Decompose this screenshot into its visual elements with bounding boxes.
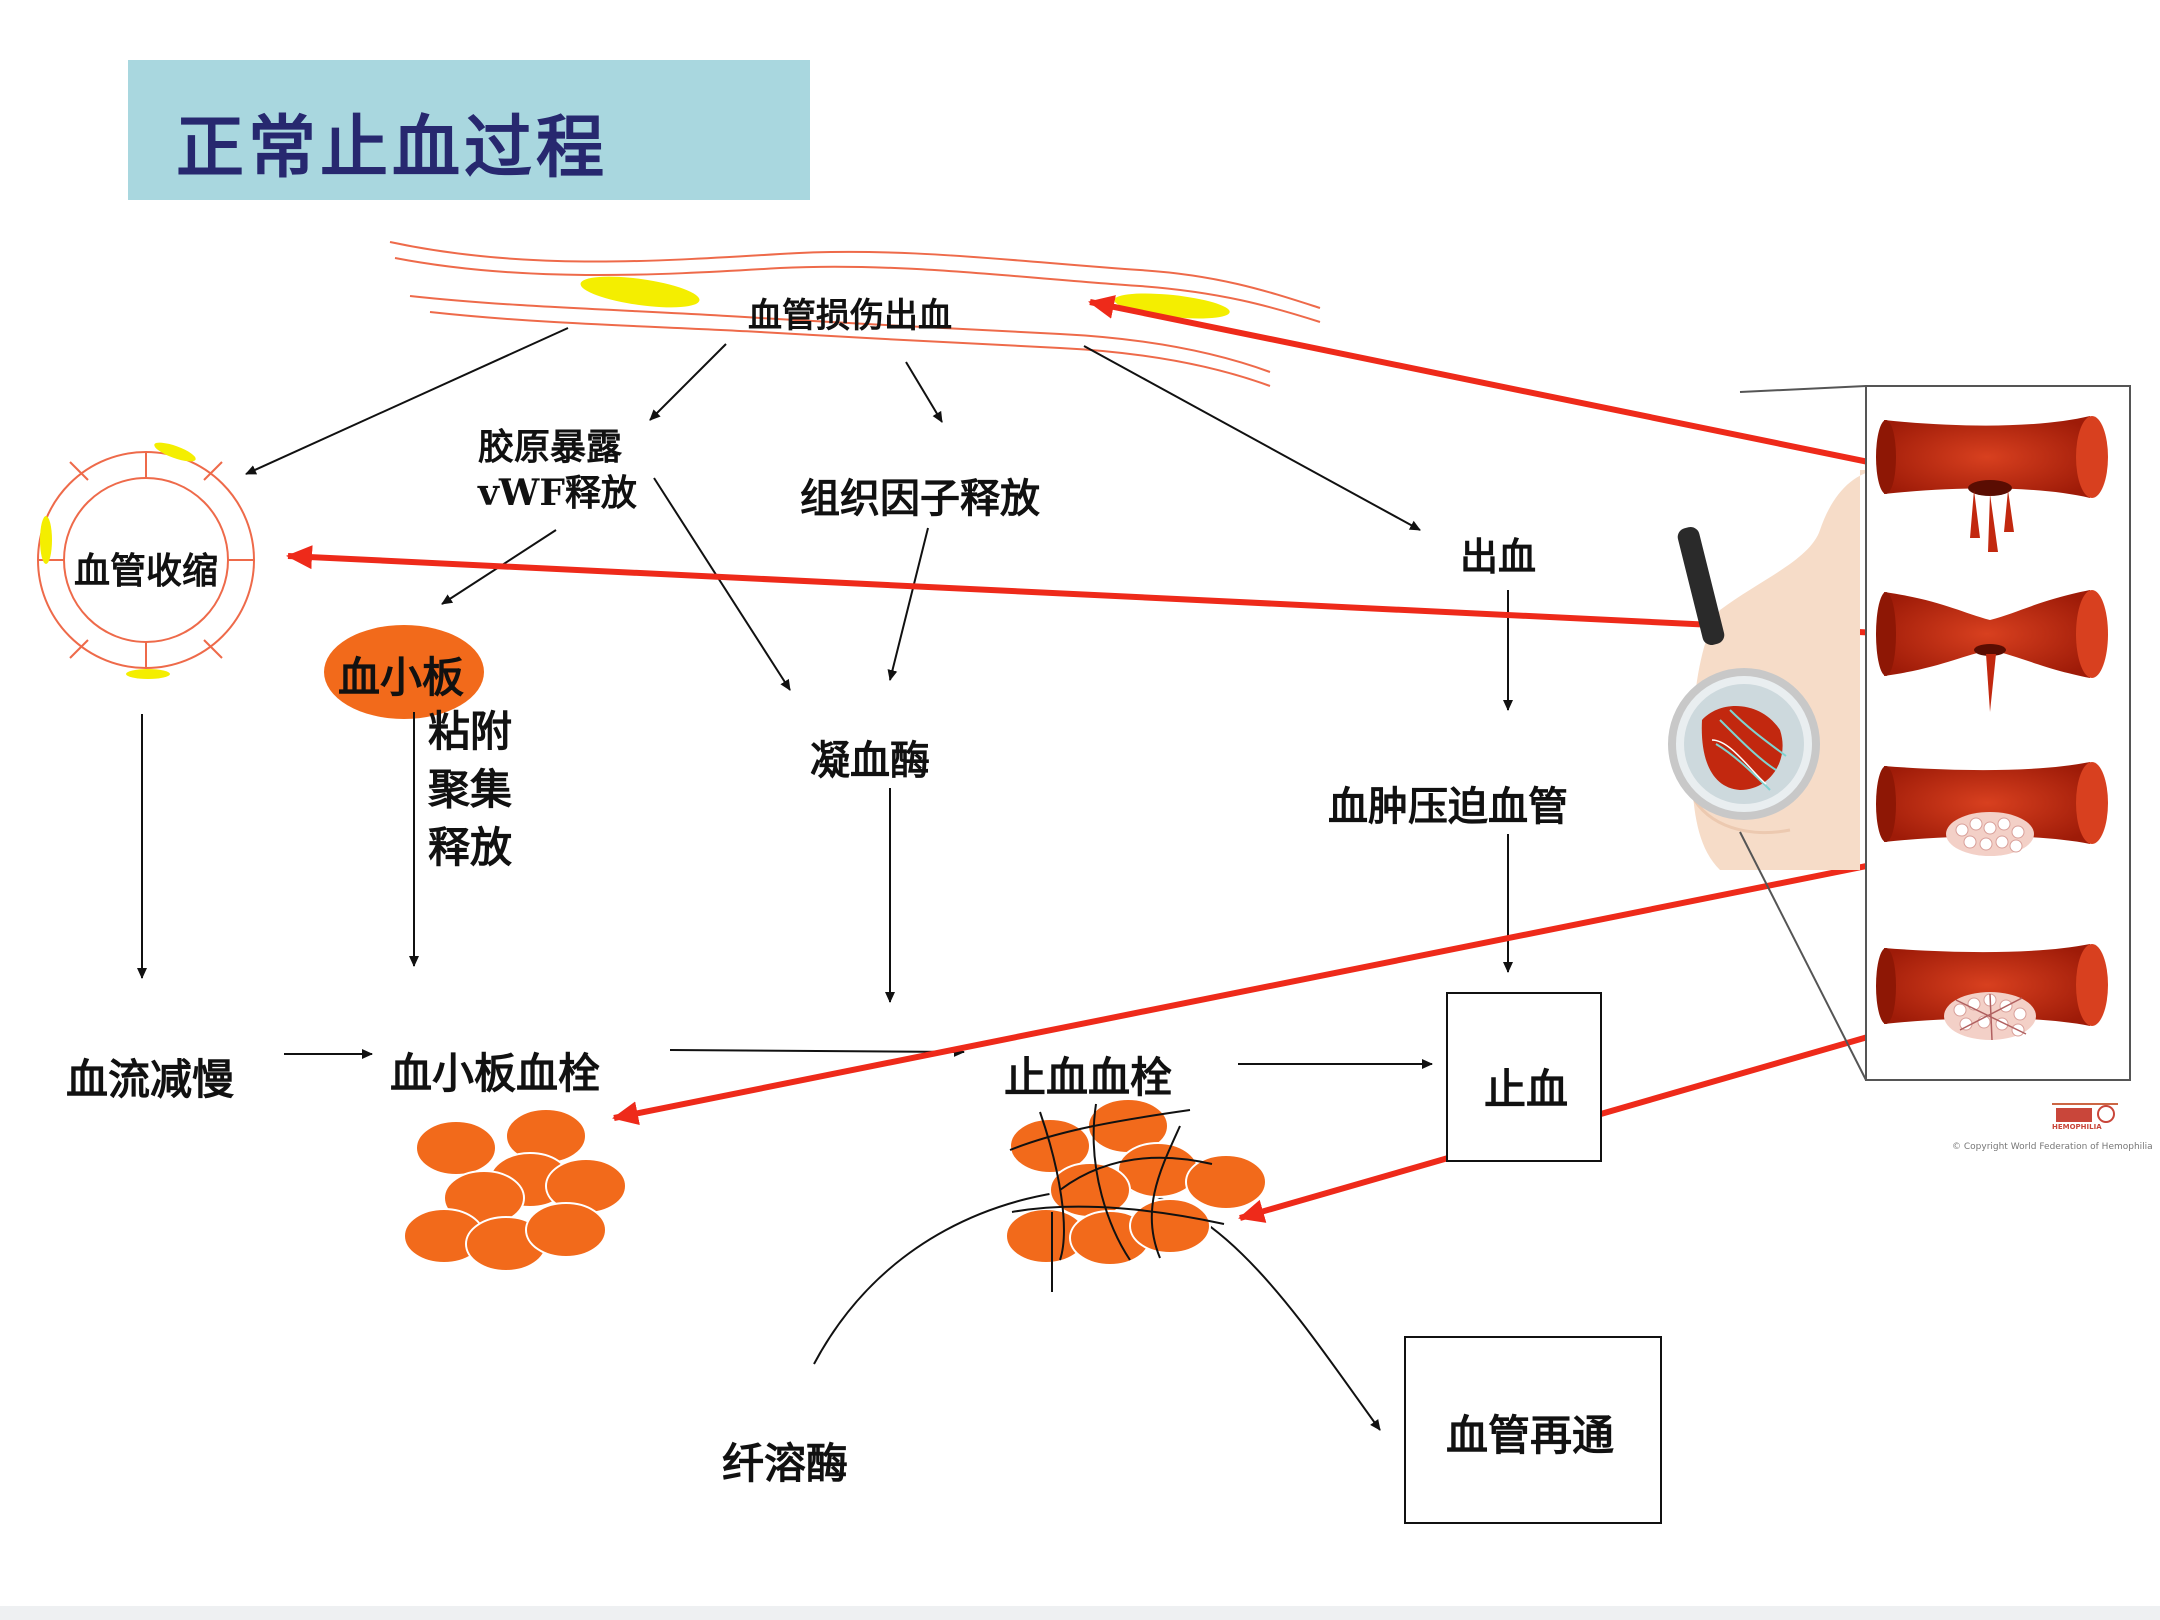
hemostatic-plug-cluster (1005, 1098, 1267, 1266)
label-tissue-factor: 组织因子释放 (800, 475, 1040, 522)
platelet-plug-cluster (403, 1108, 627, 1272)
injured-vessel-illustration (389, 241, 1321, 387)
label-platelet-plug: 血小板血栓 (390, 1049, 601, 1098)
label-platelet: 血小板 (338, 653, 465, 702)
inset-illustration (1668, 385, 2131, 1130)
platelet-shape (324, 625, 484, 719)
vessel-stage-bleeding (1876, 416, 2108, 552)
label-slow-flow: 血流减慢 (66, 1055, 235, 1104)
inset-copyright: © Copyright World Federation of Hemophil… (1952, 1142, 2153, 1152)
footer-strip (0, 1606, 2160, 1620)
fibrin-mesh (1009, 1103, 1225, 1292)
injury-highlight-left (580, 276, 700, 308)
label-hemostasis: 止血 (1484, 1065, 1569, 1114)
label-injury: 血管损伤出血 (748, 296, 952, 336)
label-recanalization: 血管再通 (1446, 1411, 1615, 1460)
recanalization-box (1404, 1336, 1662, 1524)
title-banner (128, 60, 810, 200)
label-vwf-release: vWF释放 (478, 472, 637, 514)
inset-logo-text: HEMOPHILIA (2052, 1123, 2102, 1131)
label-aggregation: 聚集 (428, 765, 513, 814)
page-title: 正常止血过程 (176, 109, 609, 188)
label-adhesion: 粘附 (428, 707, 513, 756)
hemostasis-box (1446, 992, 1602, 1162)
vessel-stage-fibrin-clot (1876, 944, 2108, 1041)
label-hematoma: 血肿压迫血管 (1328, 783, 1568, 830)
label-release: 释放 (428, 823, 513, 872)
label-bleeding: 出血 (1460, 534, 1537, 579)
vessel-cross-section (37, 442, 255, 679)
label-fibrinolysin: 纤溶酶 (722, 1439, 849, 1488)
inset-logo (2048, 1098, 2122, 1130)
label-hemostatic-plug: 止血血栓 (1004, 1053, 1173, 1102)
label-collagen-exposure: 胶原暴露 (478, 426, 623, 468)
vessel-stage-platelet-plug (1876, 762, 2108, 856)
label-thrombin: 凝血酶 (810, 737, 930, 784)
vessel-stage-constriction (1876, 590, 2108, 712)
magnifier-handle (1677, 527, 1725, 645)
label-vasoconstriction: 血管收缩 (74, 550, 219, 592)
